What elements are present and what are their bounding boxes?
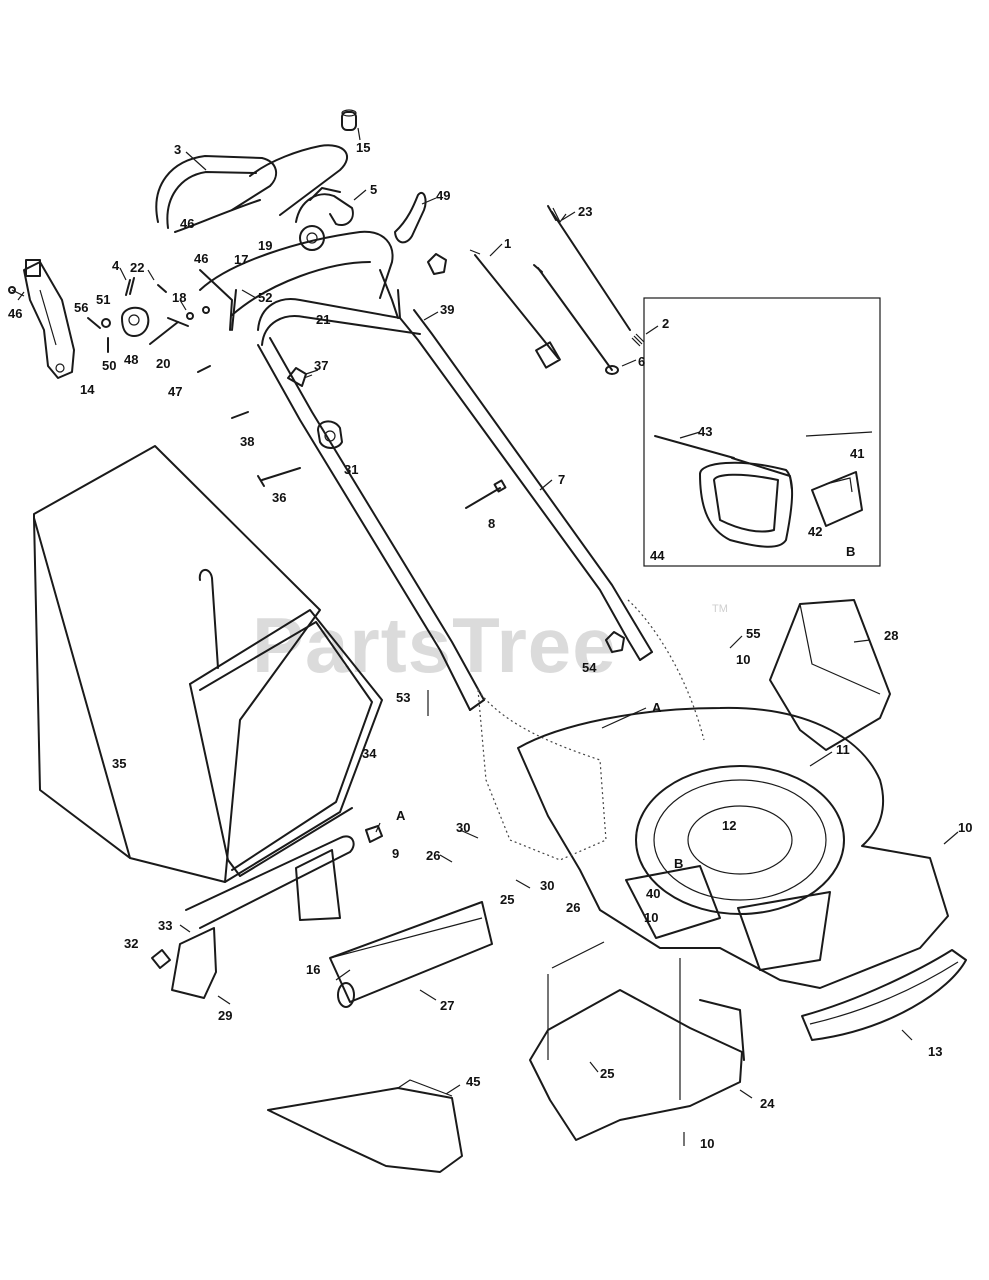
label-8: 8	[488, 516, 495, 531]
label-10d: 10	[700, 1136, 714, 1151]
label-48: 48	[124, 352, 138, 367]
label-12: 12	[722, 818, 736, 833]
label-23: 23	[578, 204, 592, 219]
label-20: 20	[156, 356, 170, 371]
label-16: 16	[306, 962, 320, 977]
label-1: 1	[504, 236, 511, 251]
label-10b: 10	[958, 820, 972, 835]
label-51: 51	[96, 292, 110, 307]
label-47: 47	[168, 384, 182, 399]
inset-view-label: B	[846, 544, 855, 559]
label-45: 45	[466, 1074, 480, 1089]
upper-handle-part	[155, 144, 399, 331]
label-33: 33	[158, 918, 172, 933]
cable-6-part	[533, 264, 619, 375]
label-21: 21	[316, 312, 330, 327]
spring-2-part	[631, 333, 645, 347]
mower-deck-part	[477, 599, 949, 989]
label-9: 9	[392, 846, 399, 861]
label-29: 29	[218, 1008, 232, 1023]
label-30a: 30	[456, 820, 470, 835]
rear-door-part	[151, 825, 383, 999]
leader-lines	[17, 127, 959, 1146]
label-25b: 25	[600, 1066, 614, 1081]
label-17: 17	[234, 252, 248, 267]
cable-1-part	[469, 249, 561, 369]
label-4: 4	[112, 258, 120, 273]
label-39: 39	[440, 302, 454, 317]
small-hardware-cluster	[8, 277, 301, 487]
label-52: 52	[258, 290, 272, 305]
label-42: 42	[808, 524, 822, 539]
label-A-lower: A	[396, 808, 406, 823]
label-40: 40	[646, 886, 660, 901]
chute-deflector-part	[267, 1079, 463, 1173]
label-A-upper: A	[652, 700, 662, 715]
grass-bag-part	[33, 445, 321, 883]
watermark-trademark: TM	[712, 603, 728, 615]
label-32: 32	[124, 936, 138, 951]
label-22: 22	[130, 260, 144, 275]
label-26a: 26	[426, 848, 440, 863]
label-36: 36	[272, 490, 286, 505]
label-14: 14	[80, 382, 95, 397]
lever-49-part	[394, 191, 427, 244]
inset-detail-box	[643, 297, 881, 567]
label-10a: 10	[736, 652, 750, 667]
lower-handle-part	[231, 289, 653, 711]
label-56: 56	[74, 300, 88, 315]
label-5: 5	[370, 182, 377, 197]
label-25a: 25	[500, 892, 514, 907]
handle-knobs	[287, 253, 625, 653]
label-6: 6	[638, 354, 645, 369]
bracket-14-part	[23, 259, 75, 379]
label-49: 49	[436, 188, 450, 203]
flap-27-part	[329, 901, 493, 1008]
label-43: 43	[698, 424, 712, 439]
label-37: 37	[314, 358, 328, 373]
label-55: 55	[746, 626, 760, 641]
mulch-plug-part	[529, 941, 745, 1141]
label-35: 35	[112, 756, 126, 771]
side-chute-part	[801, 949, 967, 1041]
label-7: 7	[558, 472, 565, 487]
label-3: 3	[174, 142, 181, 157]
label-13: 13	[928, 1044, 942, 1059]
label-11: 11	[836, 742, 850, 757]
label-34: 34	[362, 746, 377, 761]
label-41: 41	[850, 446, 864, 461]
label-2: 2	[662, 316, 669, 331]
label-10c: 10	[644, 910, 658, 925]
label-31: 31	[344, 462, 358, 477]
label-15: 15	[356, 140, 370, 155]
label-50: 50	[102, 358, 116, 373]
label-46c: 46	[8, 306, 22, 321]
label-B-deck: B	[674, 856, 683, 871]
discharge-shield-28	[769, 599, 891, 751]
bag-frame-part	[189, 569, 383, 883]
inset-box-label: 44	[650, 548, 665, 563]
label-46b: 46	[194, 251, 208, 266]
label-26b: 26	[566, 900, 580, 915]
handle-knob-part	[341, 109, 357, 131]
label-28: 28	[884, 628, 898, 643]
watermark-text: PartsTree	[252, 601, 617, 689]
label-38: 38	[240, 434, 254, 449]
bolt-8-part	[465, 479, 507, 509]
label-30b: 30	[540, 878, 554, 893]
label-24: 24	[760, 1096, 775, 1111]
label-18: 18	[172, 290, 186, 305]
label-53: 53	[396, 690, 410, 705]
label-27: 27	[440, 998, 454, 1013]
control-bail-part	[295, 187, 354, 226]
label-46a: 46	[180, 216, 194, 231]
label-19: 19	[258, 238, 272, 253]
cable-23-part	[547, 205, 631, 331]
label-54: 54	[582, 660, 597, 675]
